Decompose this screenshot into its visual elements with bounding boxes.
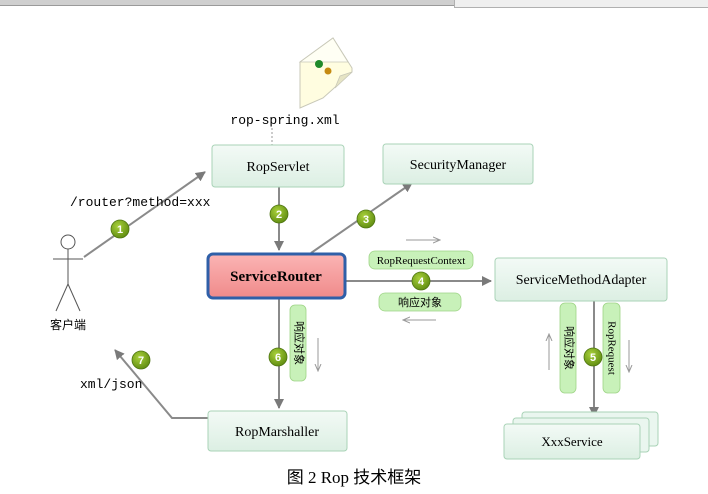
- tag-response-object-h: 响应对象: [378, 292, 462, 312]
- step-3-number: 3: [363, 214, 369, 226]
- step-4-number: 4: [418, 276, 425, 288]
- step-5-badge: 5: [583, 347, 603, 367]
- client-label: 客户端: [50, 317, 86, 332]
- tag-response-object-v2: 响应对象: [559, 302, 576, 394]
- figure-caption: 图 2 Rop 技术框架: [287, 468, 422, 487]
- top-border: [0, 0, 708, 6]
- response-object-v2-label: 响应对象: [562, 326, 576, 370]
- step-1-number: 1: [117, 224, 123, 236]
- node-rop-servlet: RopServlet: [211, 144, 345, 188]
- step-7-number: 7: [138, 355, 144, 367]
- service-router-label: ServiceRouter: [230, 269, 322, 285]
- step-2-number: 2: [276, 209, 282, 221]
- client-actor-icon: [53, 234, 83, 312]
- node-security-manager: SecurityManager: [382, 143, 534, 185]
- config-file-icon: [298, 37, 353, 109]
- step-1-badge: 1: [110, 219, 130, 239]
- rop-request-context-label: RopRequestContext: [377, 255, 466, 267]
- node-xxx-service-stack: XxxService: [503, 411, 659, 460]
- arrow-marshaller-to-client: [114, 349, 208, 419]
- step-6-badge: 6: [268, 347, 288, 367]
- config-file-label: rop-spring.xml: [230, 113, 339, 128]
- node-rop-marshaller: RopMarshaller: [207, 410, 348, 452]
- step-7-badge: 7: [131, 350, 151, 370]
- router-url-label: /router?method=xxx: [70, 195, 211, 210]
- step-2-badge: 2: [269, 204, 289, 224]
- arrow-client-to-servlet: [83, 171, 206, 258]
- step-3-badge: 3: [356, 209, 376, 229]
- step-6-number: 6: [275, 352, 281, 364]
- step-4-badge: 4: [411, 271, 431, 291]
- tag-rop-request-context: RopRequestContext: [368, 250, 474, 270]
- rop-servlet-label: RopServlet: [247, 160, 310, 175]
- direction-hints: [318, 240, 629, 372]
- step-5-number: 5: [590, 352, 596, 364]
- rop-request-label: RopRequest: [605, 321, 617, 375]
- service-method-adapter-label: ServiceMethodAdapter: [516, 273, 647, 288]
- response-object-h-label: 响应对象: [398, 295, 442, 309]
- tag-response-object-v1: 响应对象: [289, 304, 306, 382]
- xml-json-label: xml/json: [80, 377, 142, 392]
- security-manager-label: SecurityManager: [410, 158, 507, 173]
- tag-rop-request: RopRequest: [602, 302, 621, 394]
- xxx-service-label: XxxService: [541, 434, 603, 449]
- top-tab-edge: [454, 0, 708, 8]
- node-service-method-adapter: ServiceMethodAdapter: [494, 257, 668, 302]
- node-service-router: ServiceRouter: [206, 252, 347, 300]
- response-object-v1-label: 响应对象: [292, 321, 306, 365]
- rop-marshaller-label: RopMarshaller: [235, 425, 319, 440]
